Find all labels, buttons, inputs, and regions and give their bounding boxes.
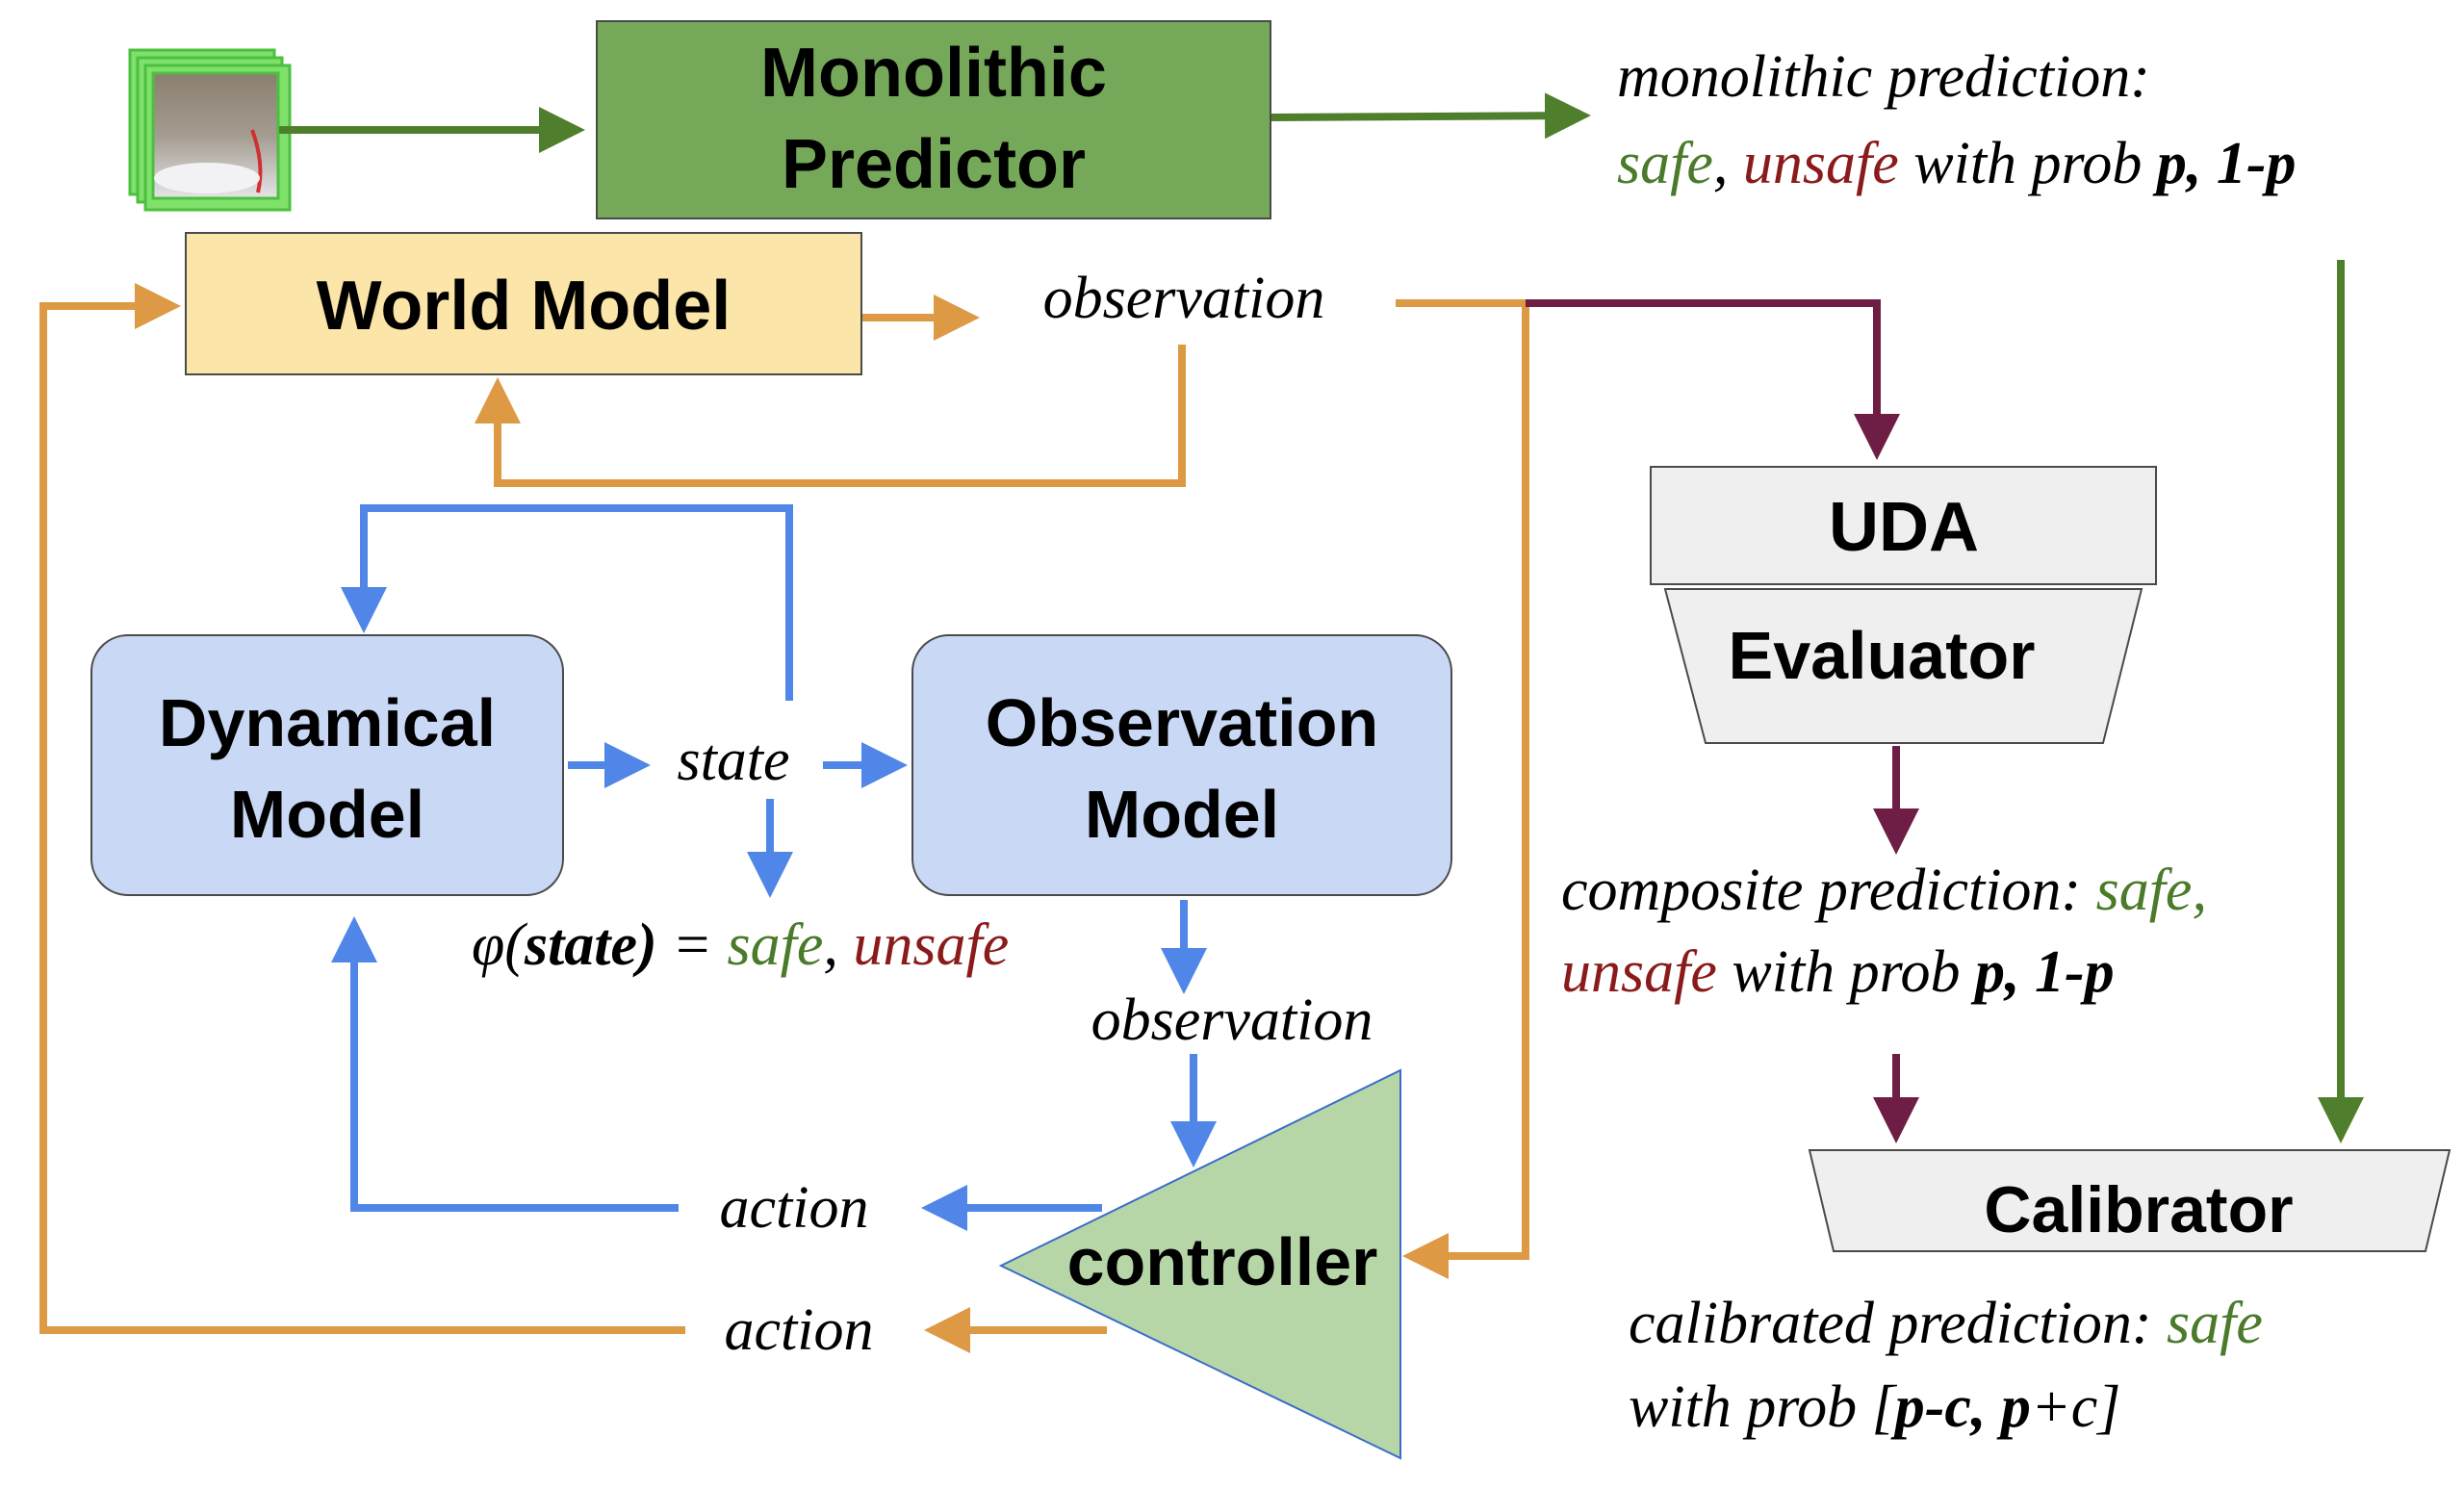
cal-text: calibrated prediction: [1629,1291,2167,1356]
phi-state: state) [524,912,657,978]
monolithic-to-prediction-arrow [1270,92,1591,140]
phi-formula: φ(state) = safe, unsafe [472,912,1009,978]
dynamical-line1: Dynamical [159,685,496,760]
observation-model-line1: Observation [986,685,1378,760]
action-blue-label: action [720,1175,869,1241]
world-model-box: World Model [185,232,862,375]
state-label: state [677,728,789,793]
dynamical-line2: Model [230,777,424,852]
mono-probs: p, 1-p [2152,131,2297,196]
cal-safe: safe [2167,1291,2263,1356]
action-orange-label: action [725,1297,874,1363]
observation-mid-label: observation [1091,988,1373,1053]
observation-feedback-to-world-model-arrow [475,345,1186,487]
comp-unsafe: unsafe [1561,939,1717,1005]
cal-plus-c: +c [2031,1374,2097,1440]
comp-safe: safe, [2096,858,2207,923]
observation-model-line2: Model [1085,777,1279,852]
cal-close: ] [2095,1374,2120,1440]
calibrated-prediction-line1: calibrated prediction: safe [1629,1291,2263,1356]
monolithic-line1: Monolithic [760,35,1107,112]
monolithic-prediction-line2: safe, unsafe with prob p, 1-p [1617,131,2297,196]
evaluator-label: Evaluator [1729,618,2036,693]
mono-unsafe: unsafe [1743,131,1899,196]
composite-prediction-line2: unsafe with prob p, 1-p [1561,939,2115,1005]
camera-image-stack-icon [128,48,292,212]
controller-label: controller [1067,1224,1378,1299]
comp-text: composite prediction: [1561,858,2096,923]
mono-with-prob: with prob [1899,131,2157,196]
uda-box: UDA [1650,466,2157,585]
monolithic-predictor-box: Monolithic Predictor [596,20,1271,219]
phi-eq: = [657,912,728,978]
controller-triangle: controller [998,1068,1401,1460]
observation-to-uda-arrow [1526,299,1900,460]
evaluator-box: Evaluator [1663,588,2143,744]
comp-probs: p, 1-p [1970,939,2115,1005]
action-feedback-to-world-model-arrow [39,283,685,1334]
uda-label: UDA [1829,489,1979,566]
observation-to-controller-arrow [1396,299,1529,1279]
phi-safe: safe [728,912,824,978]
phi-prefix: φ( [472,912,527,978]
composite-prediction-line1: composite prediction: safe, [1561,858,2207,923]
world-model-label: World Model [317,268,732,345]
phi-unsafe: unsafe [853,912,1009,978]
mono-comma: , [1713,131,1743,196]
monolithic-prediction-line1: monolithic prediction: [1617,44,2150,110]
calibrated-prediction-line2: with prob [p-c, p+c] [1629,1374,2120,1440]
action-to-dynamical-arrow [331,916,679,1212]
comp-with-prob: with prob [1717,939,1975,1005]
calibrator-box: Calibrator [1808,1149,2451,1252]
dynamical-model-box: Dynamical Model [90,634,564,896]
observation-top-label: observation [1043,266,1325,331]
calibrator-label: Calibrator [1984,1173,2293,1246]
cal-with-prob: with prob [ [1629,1374,1898,1440]
monolithic-line2: Predictor [782,126,1086,203]
observation-model-box: Observation Model [911,634,1452,896]
mono-safe: safe [1617,131,1713,196]
state-feedback-to-dynamical-arrow [341,504,793,701]
cal-p-minus-c: p-c, p [1890,1374,2031,1440]
phi-comma: , [823,912,853,978]
